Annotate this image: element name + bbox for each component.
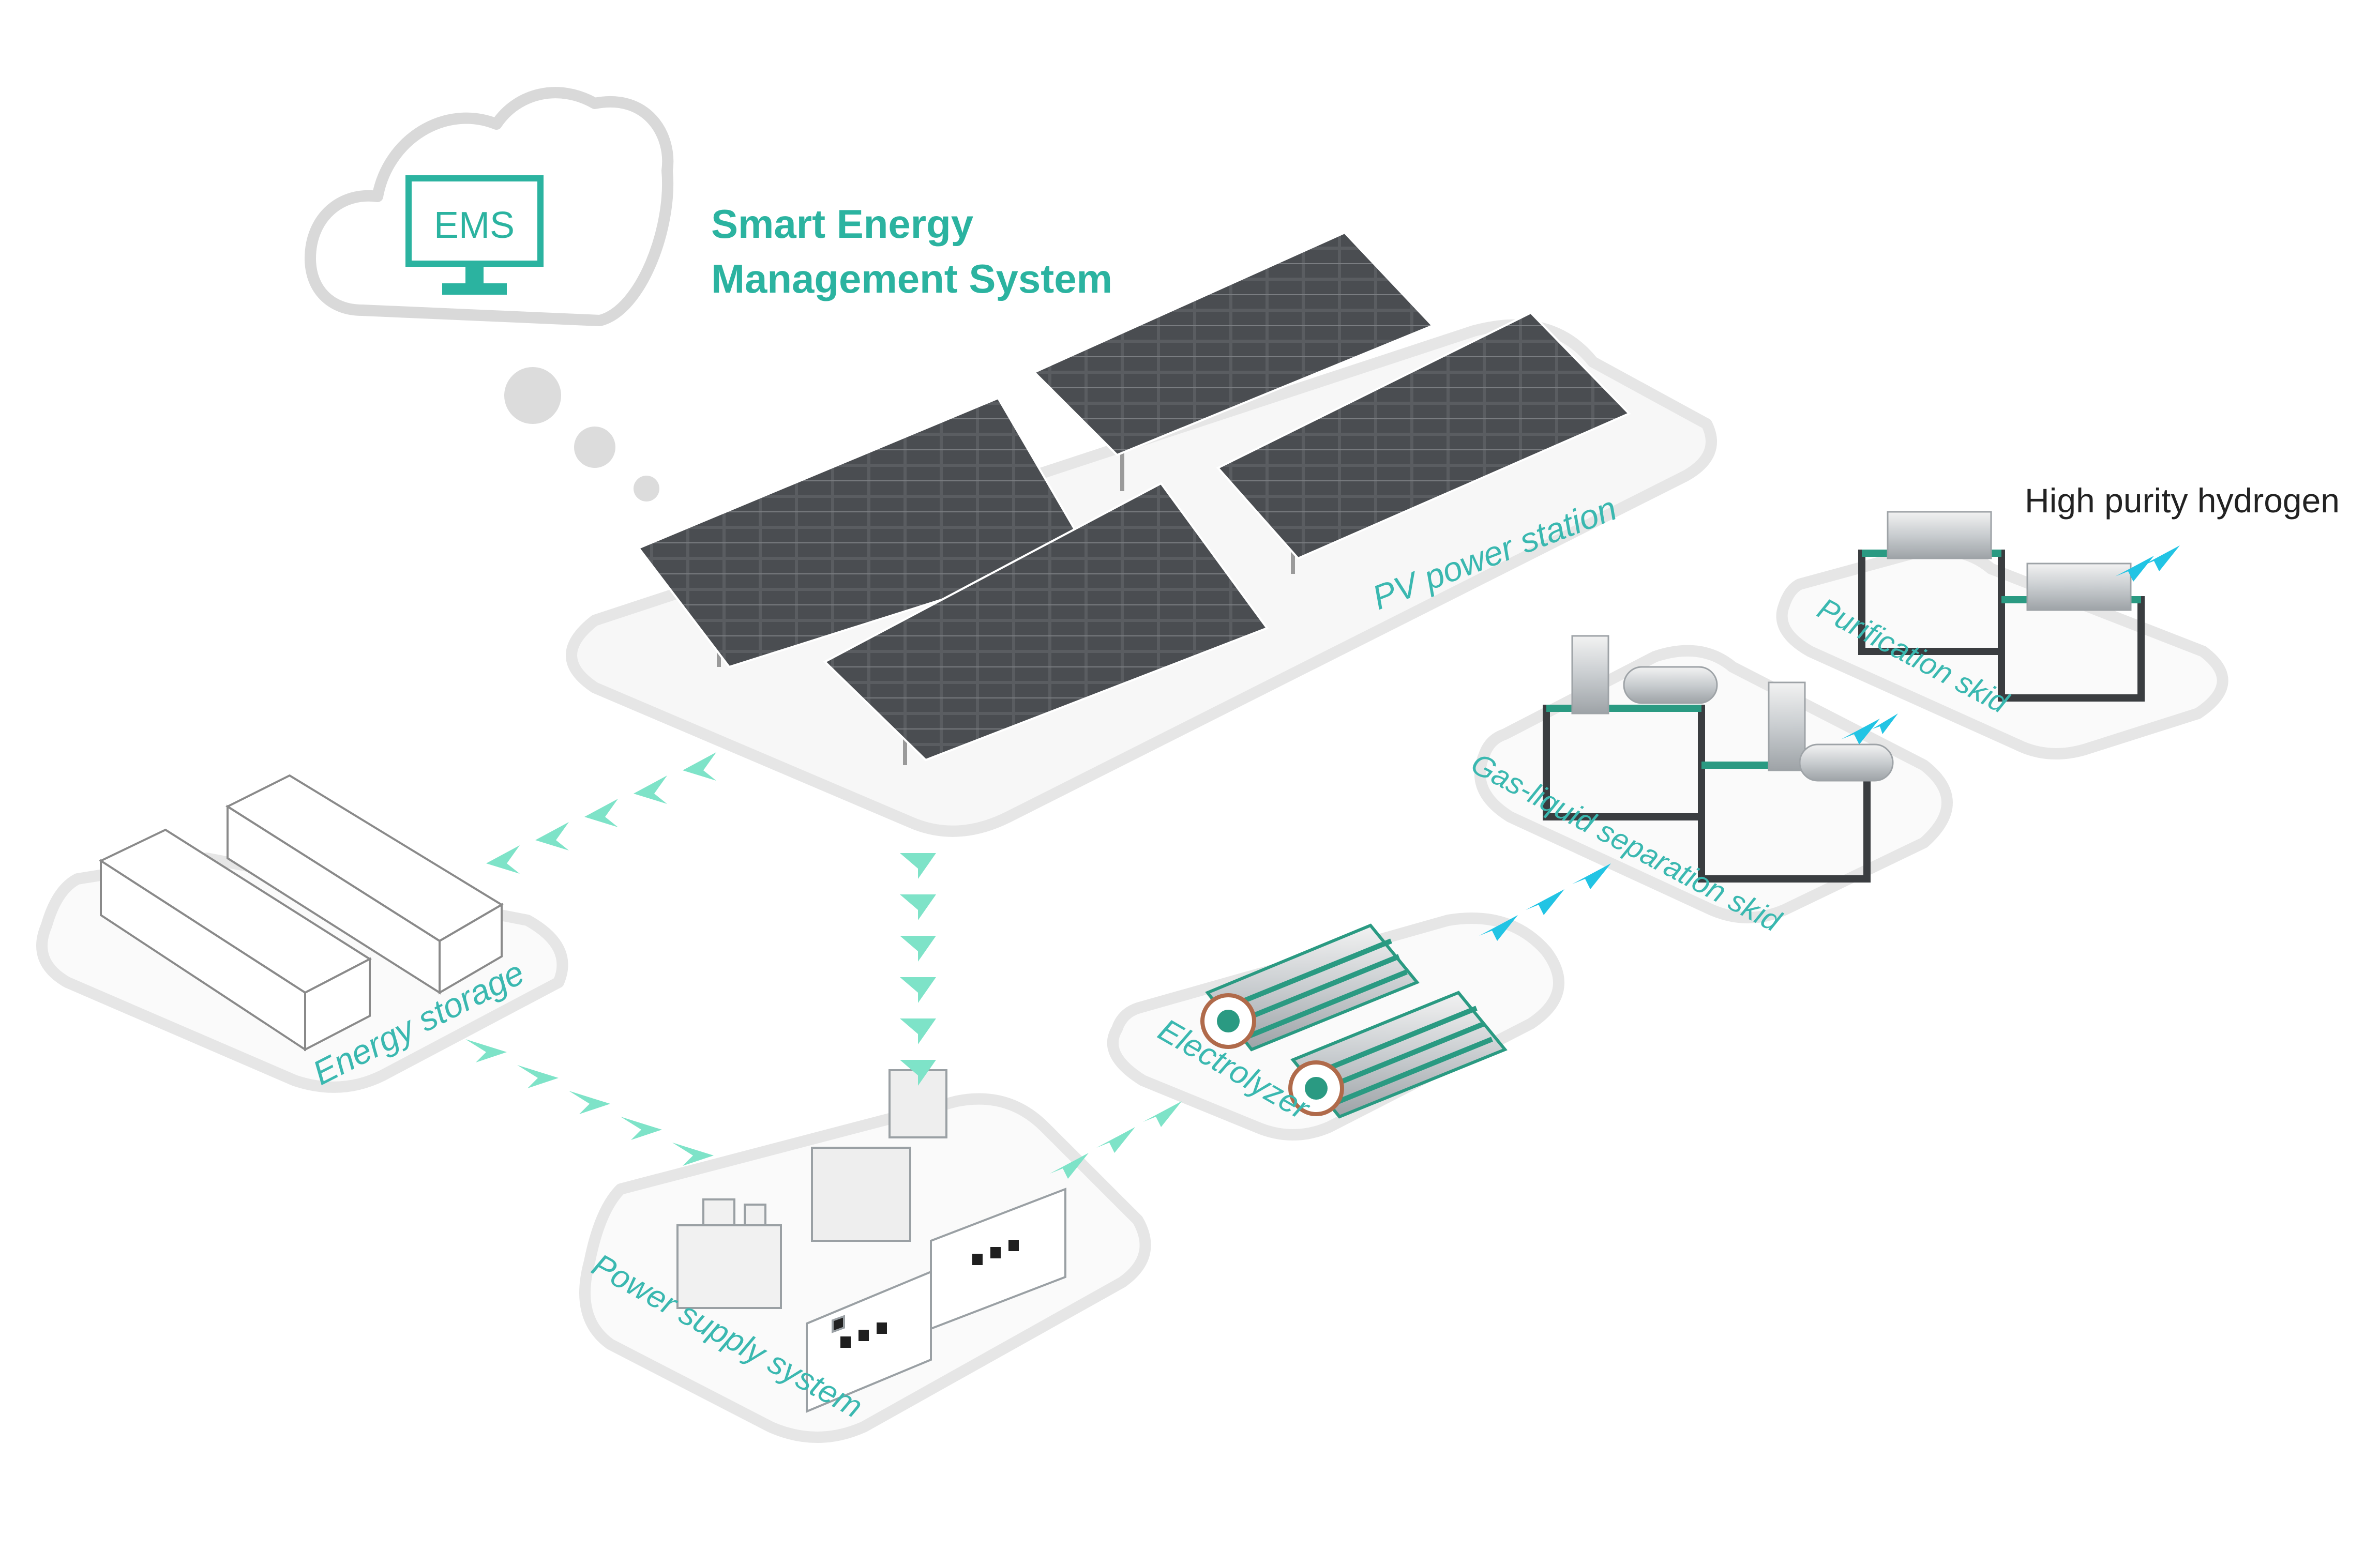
transformer-1 xyxy=(676,1198,782,1309)
arrows-power-to-electrolyzer xyxy=(1050,1101,1182,1179)
storage-container-back xyxy=(225,774,504,995)
arrows-electrolyzer-to-separation xyxy=(1479,863,1611,941)
cabinet-vents xyxy=(840,1240,1019,1348)
ems-title-line1: Smart Energy xyxy=(711,201,974,247)
separation-skid-1 xyxy=(1543,635,1718,820)
ems-badge-label: EMS xyxy=(434,205,515,246)
arrows-pv-to-storage xyxy=(486,752,716,874)
rectifier-cabinet-2 xyxy=(930,1188,1066,1330)
separation-platform xyxy=(1474,645,1953,923)
arrows-storage-to-power xyxy=(465,1039,714,1166)
power-supply-system: Power supply system xyxy=(579,1069,1151,1443)
ems-title-line2: Management System xyxy=(711,256,1112,301)
arrows-pv-to-power xyxy=(900,853,936,1086)
thought-bubble-small xyxy=(634,476,659,501)
arrows-separation-to-purification xyxy=(1841,713,1898,744)
electrolyzer-platform xyxy=(1107,913,1564,1141)
separation-skid-2 xyxy=(1698,681,1894,883)
solar-panel-3 xyxy=(1032,231,1435,457)
thought-bubble-medium xyxy=(574,427,615,468)
purification-skid-1 xyxy=(1858,511,2005,655)
ems-monitor-icon: EMS xyxy=(405,175,544,295)
solar-panel-2 xyxy=(823,482,1269,762)
arrows-purification-to-output xyxy=(2115,545,2180,582)
solar-panel-4 xyxy=(1216,311,1631,560)
electrolyzer-stack-2 xyxy=(1288,991,1508,1119)
ems-title: Smart Energy Management System xyxy=(711,196,1112,306)
ems-cloud: EMS xyxy=(305,87,674,501)
purification: Purification skid xyxy=(1776,511,2228,759)
electrolyzer: Electrolyzer xyxy=(1107,913,1564,1141)
rectifier-cabinet-1 xyxy=(806,1270,932,1413)
electrolyzer-stack-1 xyxy=(1200,923,1420,1052)
output-label: High purity hydrogen xyxy=(2025,481,2340,520)
cloud-outline xyxy=(305,87,674,326)
energy-storage: Energy storage xyxy=(36,774,568,1093)
storage-container-front xyxy=(98,828,372,1052)
power-platform xyxy=(579,1093,1151,1443)
thought-bubble-large xyxy=(504,367,561,424)
purification-skid-2 xyxy=(1998,562,2145,702)
gas-liquid-separation: Gas-liquid separation skid xyxy=(1466,635,1953,939)
